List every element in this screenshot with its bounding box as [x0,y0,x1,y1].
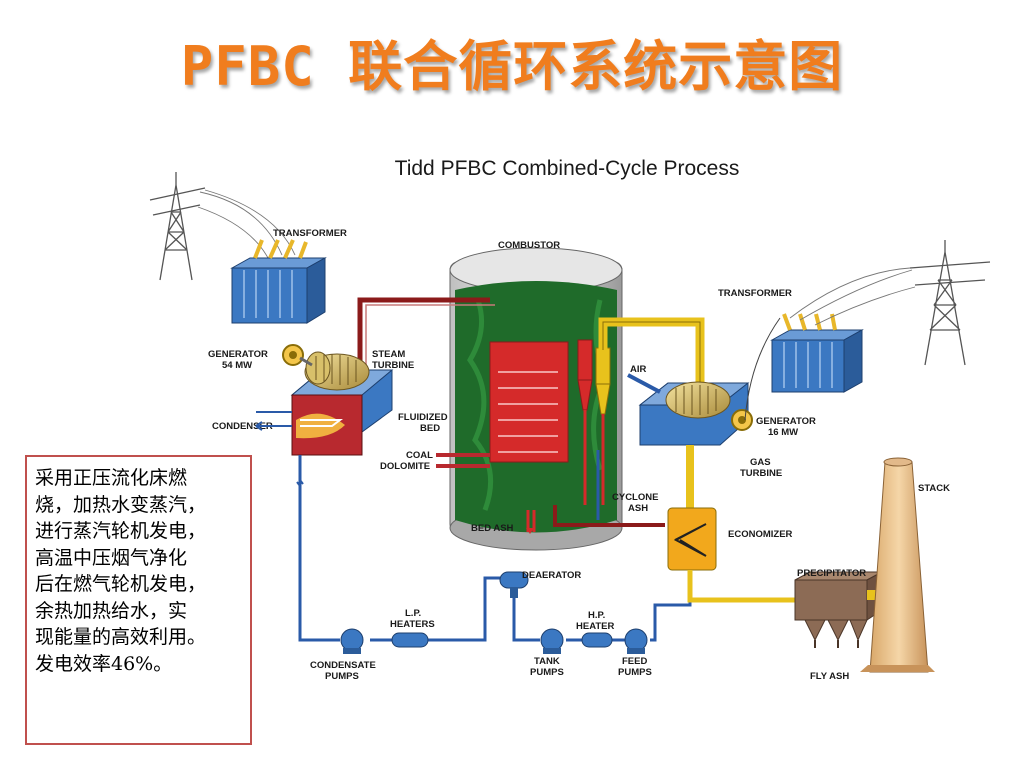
deaerator-label: DEAERATOR [522,570,581,581]
precipitator-label: PRECIPITATOR [797,568,866,579]
condenser-label: CONDENSER [212,421,273,432]
deaerator [499,571,529,598]
transformer-left [230,239,327,324]
description-note: 采用正压流化床燃 烧，加热水变蒸汽， 进行蒸汽轮机发电， 高温中压烟气净化 后在… [25,455,252,745]
transformer-right [744,313,864,421]
economizer-label: ECONOMIZER [728,529,793,540]
dolomite-label: DOLOMITE [380,461,430,472]
combustor-vessel [449,247,623,551]
transformer-left-label: TRANSFORMER [273,228,347,239]
steam-pipe [357,297,490,375]
bed-ash-label: BED ASH [471,523,514,534]
note-line: 烧，加热水变蒸汽， [35,493,207,516]
note-line: 高温中压烟气净化 [35,546,188,569]
hp-heater [581,632,613,648]
gas-turbine-generator-right [627,373,753,446]
stack [860,457,935,673]
slide-title: PFBC 联合循环系统示意图 [180,35,844,98]
tank-pump [540,628,564,654]
air-label: AIR [630,364,647,375]
combustor-label: COMBUSTOR [498,240,560,251]
note-line: 现能量的高效利用。 [35,626,207,648]
lp-heaters-label: L.P.HEATERS [390,608,435,630]
water-line [298,455,340,642]
coal-label: COAL [406,450,433,461]
exhaust-line [553,505,665,527]
hp-heater-label: H.P.HEATER [576,610,614,632]
feed-pump [624,628,648,654]
economizer [667,445,795,603]
condensate-pump [340,628,364,654]
stack-label: STACK [918,483,950,494]
note-line: 采用正压流化床燃 [35,467,188,489]
transformer-right-label: TRANSFORMER [718,288,792,299]
note-line: 进行蒸汽轮机发电， [35,520,207,542]
steam-turbine-generator-left [282,344,394,456]
note-line: 后在燃气轮机发电， [35,573,207,595]
fly-ash-label: FLY ASH [810,671,849,682]
transmission-tower-right [789,240,991,366]
note-line: 发电效率46%。 [35,652,173,675]
lp-heaters [391,632,429,648]
diagram-title: Tidd PFBC Combined-Cycle Process [395,157,740,180]
note-line: 余热加热给水，实 [35,599,188,622]
